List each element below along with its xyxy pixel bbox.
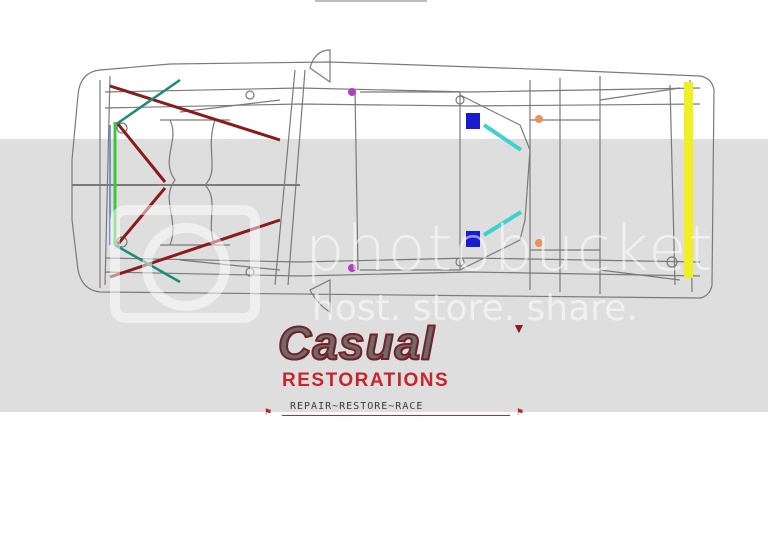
checkered-flag-icon: ⚑ xyxy=(516,407,525,417)
logo-subtitle: RESTORATIONS xyxy=(282,370,450,391)
logo-tagline-group: ⚑ REPAIR~RESTORE~RACE ⚑ xyxy=(262,400,530,420)
checkered-flag-icon: ⚑ xyxy=(264,407,273,417)
logo-name: Casual xyxy=(277,317,435,369)
blue-mount xyxy=(466,231,480,247)
purple-mount xyxy=(348,88,356,96)
watermark-tagline: host. store. share. xyxy=(312,288,638,329)
cyan-link xyxy=(482,210,523,237)
yellow-rear-bar xyxy=(684,82,693,278)
purple-mount xyxy=(348,264,356,272)
watermark-brand: photobucket xyxy=(305,212,715,285)
orange-mount xyxy=(535,115,543,123)
logo-tagline: REPAIR~RESTORE~RACE xyxy=(290,401,424,412)
tagline-underline xyxy=(282,415,510,416)
blue-mount xyxy=(466,113,480,129)
watermark-camera-icon xyxy=(110,205,260,323)
top-edge-bar xyxy=(315,0,427,2)
logo-mark-icon: ▼ xyxy=(512,320,526,336)
orange-mount xyxy=(535,239,543,247)
cyan-link xyxy=(482,123,523,152)
